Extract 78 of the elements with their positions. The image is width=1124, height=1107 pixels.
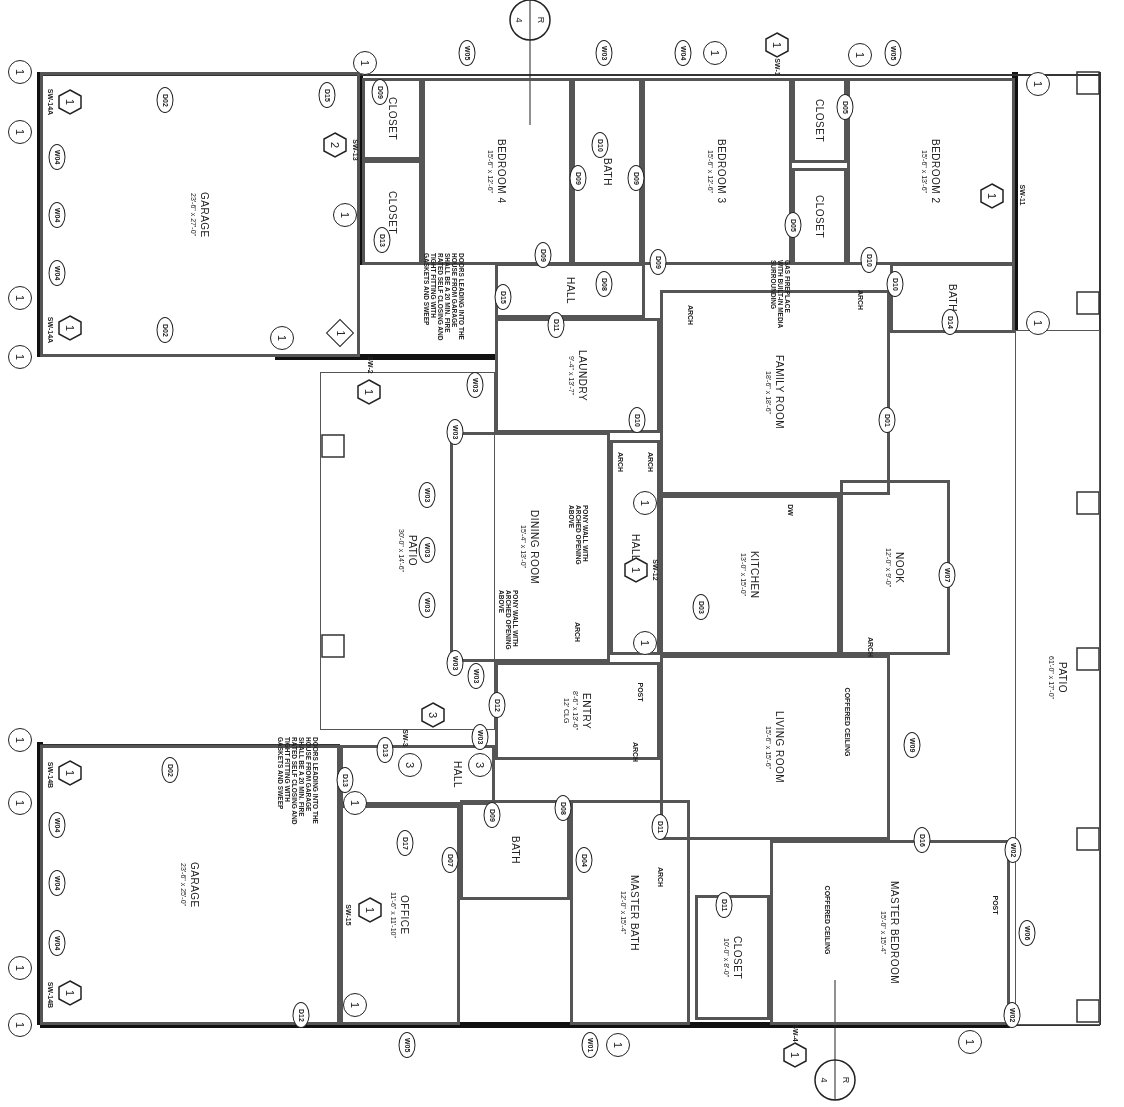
keynote-hexagon: 1 <box>57 315 83 341</box>
room-name: KITCHEN <box>749 551 760 599</box>
room-outline <box>660 495 840 655</box>
room-outline <box>320 372 495 730</box>
keynote-hexagon: 1 <box>979 183 1005 209</box>
section-marker-text: 4 <box>514 17 524 23</box>
keynote-circle: 1 <box>1026 72 1050 96</box>
keynote-circle: 1 <box>8 60 32 84</box>
keynote-hexagon: 1 <box>782 1042 808 1068</box>
room-name: FAMILY ROOM <box>774 355 785 430</box>
room-name: CLOSET <box>814 195 825 238</box>
keynote-circle: 1 <box>1026 311 1050 335</box>
room-name: CLOSET <box>731 936 743 979</box>
section-marker-text: R <box>536 16 546 24</box>
keynote-hexagon: 1 <box>57 760 83 786</box>
keynote-circle: 3 <box>468 753 492 777</box>
keynote-circle: 1 <box>848 43 872 67</box>
room-name: PATIO <box>1056 662 1068 693</box>
room-name: OFFICE <box>399 895 410 935</box>
keynote-hexagon: 1 <box>764 32 790 58</box>
room-outline <box>610 440 660 655</box>
room-outline <box>362 78 422 160</box>
room-name: DINING ROOM <box>529 509 540 585</box>
keynote-hexagon: 3 <box>420 702 446 728</box>
keynote-hexagon: 1 <box>623 557 649 583</box>
room-outline <box>660 655 890 840</box>
room-outline <box>840 480 950 655</box>
keynote-circle: 1 <box>633 491 657 515</box>
keynote-circle: 1 <box>703 41 727 65</box>
keynote-circle: 1 <box>8 345 32 369</box>
keynote-circle: 1 <box>8 728 32 752</box>
room-name: LIVING ROOM <box>774 711 785 784</box>
keynote-hexagon: 2 <box>322 132 348 158</box>
room-name: BATH <box>509 836 521 864</box>
room-name: CLOSET <box>814 99 825 142</box>
keynote-circle: 1 <box>270 326 294 350</box>
room-name: GARAGE <box>189 862 200 908</box>
room-name: PATIO <box>406 535 418 567</box>
section-marker-text: 4 <box>819 1077 829 1083</box>
keynote-circle: 1 <box>8 120 32 144</box>
room-name: LAUNDRY <box>576 349 588 402</box>
room-outline <box>340 805 460 1025</box>
room-name: HALL <box>564 277 576 304</box>
room-name: BEDROOM 3 <box>716 139 727 204</box>
room-outline <box>695 895 770 1020</box>
keynote-hexagon: 1 <box>357 897 383 923</box>
room-name: HALL <box>452 761 463 789</box>
room-name: BATH <box>947 284 958 312</box>
keynote-circle: 1 <box>958 1030 982 1054</box>
room-name: ENTRY <box>581 692 592 730</box>
room-name: MASTER BATH <box>629 874 640 951</box>
room-outline <box>40 72 360 357</box>
keynote-circle: 1 <box>8 286 32 310</box>
room-outline <box>362 160 422 265</box>
keynote-hexagon: 1 <box>57 89 83 115</box>
keynote-circle: 1 <box>343 791 367 815</box>
keynote-circle: 1 <box>606 1033 630 1057</box>
room-outline <box>495 662 660 760</box>
room-name: BATH <box>601 157 613 186</box>
keynote-circle: 1 <box>8 956 32 980</box>
room-outline <box>1015 330 1100 1025</box>
room-name: BEDROOM 4 <box>496 139 507 204</box>
keynote-circle: 1 <box>333 203 357 227</box>
room-outline <box>570 800 690 1025</box>
keynote-circle: 3 <box>398 753 422 777</box>
keynote-circle: 1 <box>633 631 657 655</box>
keynote-circle: 1 <box>353 51 377 75</box>
section-marker-text: R <box>841 1076 851 1084</box>
keynote-circle: 1 <box>8 1013 32 1037</box>
room-name: BEDROOM 2 <box>930 139 941 204</box>
keynote-hexagon: 1 <box>356 379 382 405</box>
keynote-circle: 1 <box>8 791 32 815</box>
room-name: GARAGE <box>199 191 210 238</box>
room-name: MASTER BEDROOM <box>889 880 900 985</box>
room-name: CLOSET <box>386 97 398 141</box>
keynote-hexagon: 1 <box>57 980 83 1006</box>
room-name: NOOK <box>894 551 905 584</box>
keynote-circle: 1 <box>343 993 367 1017</box>
